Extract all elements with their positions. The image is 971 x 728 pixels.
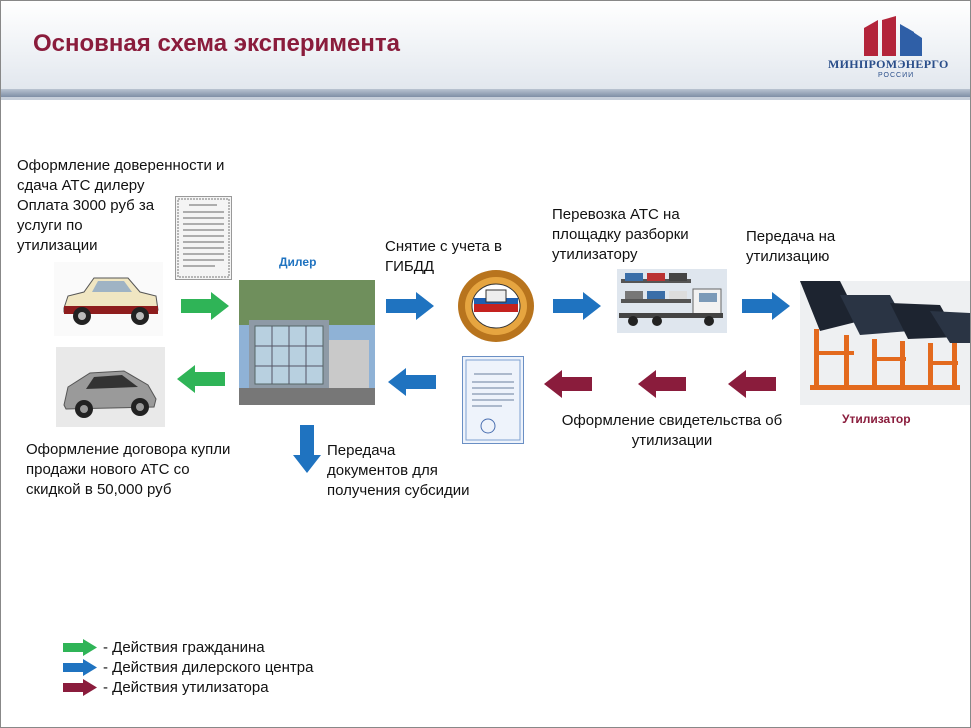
dealer-building-photo-icon bbox=[239, 280, 375, 405]
header-bar bbox=[1, 1, 970, 89]
legend-label: - Действия дилерского центра bbox=[103, 659, 314, 676]
documents-step-text: Передача документов для получения субсид… bbox=[327, 442, 470, 499]
proxy-document-icon bbox=[175, 196, 232, 280]
utilizer-arrow-left-3-icon bbox=[544, 370, 592, 398]
legend-item-dealer: - Действия дилерского центра bbox=[63, 658, 313, 677]
dealer-arrow-right-3-icon bbox=[742, 292, 790, 320]
transport-step-text: Перевозка АТС на площадку разборки утили… bbox=[552, 206, 689, 263]
logo-text: МИНПРОМЭНЕРГО bbox=[828, 57, 949, 71]
header-divider bbox=[1, 89, 970, 97]
new-car-photo-icon bbox=[56, 347, 165, 427]
handover-step-text: Передача на утилизацию bbox=[746, 228, 836, 265]
dealer-arrow-down-icon bbox=[293, 425, 321, 473]
utilizer-arrow-left-2-icon bbox=[638, 370, 686, 398]
gibdd-emblem-icon bbox=[458, 270, 534, 342]
dealer-arrow-left-icon bbox=[388, 368, 436, 396]
deregister-step-text: Снятие с учета в ГИБДД bbox=[385, 238, 503, 275]
certificate-step-text: Оформление свидетельства об утилизации bbox=[561, 412, 783, 449]
legend-maroon-arrow-icon bbox=[63, 679, 97, 696]
legend-item-utilizer: - Действия утилизатора bbox=[63, 678, 269, 697]
legend-label: - Действия утилизатора bbox=[103, 679, 269, 696]
header-divider-light bbox=[1, 97, 970, 100]
legend-item-citizen: - Действия гражданина bbox=[63, 638, 265, 657]
dealer-label: Дилер bbox=[279, 255, 317, 269]
page-title: Основная схема эксперимента bbox=[33, 30, 400, 57]
logo-subtext: РОССИИ bbox=[878, 72, 915, 79]
proxy-step-text: Оформление доверенности и сдача АТС диле… bbox=[17, 157, 225, 254]
legend-label: - Действия гражданина bbox=[103, 639, 265, 656]
citizen-arrow-right-icon bbox=[181, 292, 229, 320]
legend-blue-arrow-icon bbox=[63, 659, 97, 676]
dismantling-lift-photo-icon bbox=[800, 281, 970, 405]
new-car-step-text: Оформление договора купли продажи нового… bbox=[26, 441, 231, 498]
car-carrier-truck-photo-icon bbox=[617, 269, 727, 333]
citizen-arrow-left-icon bbox=[177, 365, 225, 393]
legend-green-arrow-icon bbox=[63, 639, 97, 656]
utilizer-arrow-left-1-icon bbox=[728, 370, 776, 398]
dealer-arrow-right-icon bbox=[386, 292, 434, 320]
utilizer-label: Утилизатор bbox=[842, 412, 911, 426]
ministry-logo-icon bbox=[864, 16, 922, 56]
certificate-document-icon bbox=[462, 356, 524, 444]
dealer-arrow-right-2-icon bbox=[553, 292, 601, 320]
old-car-photo-icon bbox=[54, 262, 163, 336]
